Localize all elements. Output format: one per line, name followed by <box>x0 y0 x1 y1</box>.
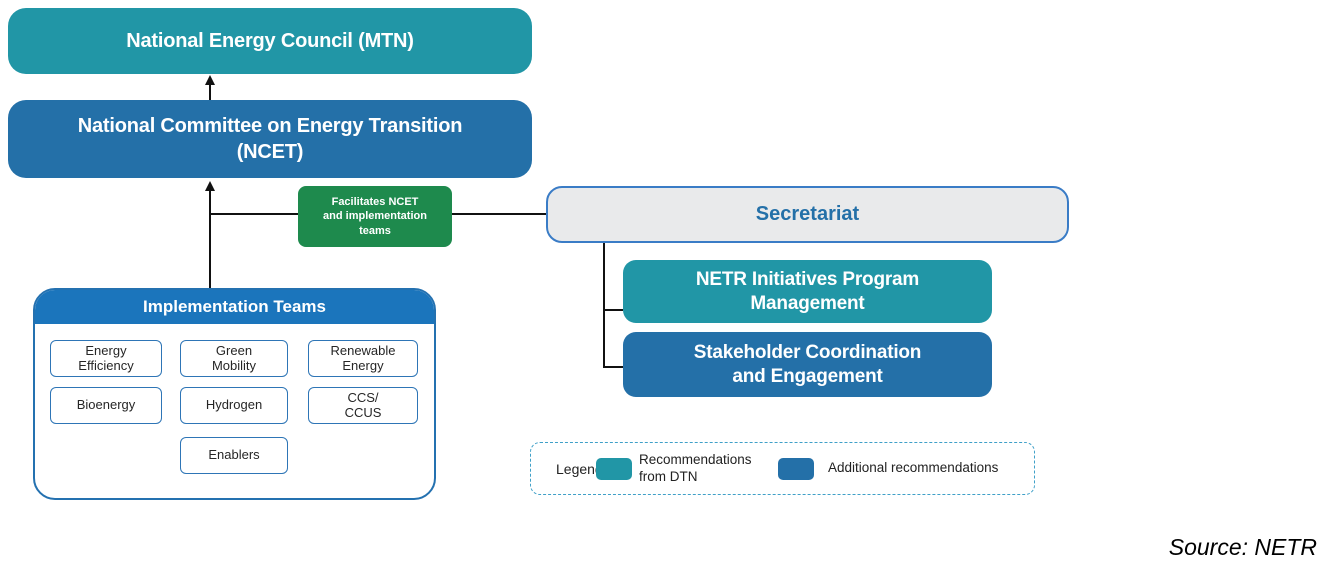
legend-swatch-additional-recommendations <box>778 458 814 480</box>
legend-label-recommendations-dtn: Recommendations from DTN <box>639 452 752 484</box>
team-ccs-ccus: CCS/ CCUS <box>308 387 418 424</box>
ncet-box: National Committee on Energy Transition … <box>8 100 532 178</box>
facilitates-note-label: Facilitates NCET and implementation team… <box>323 196 427 237</box>
national-energy-council-label: National Energy Council (MTN) <box>126 29 414 52</box>
implementation-teams-box: Implementation Teams Energy Efficiency G… <box>33 288 436 500</box>
team-renewable-energy: Renewable Energy <box>308 340 418 377</box>
team-bioenergy: Bioenergy <box>50 387 162 424</box>
connector-stub-stakeholder <box>603 366 623 368</box>
team-energy-efficiency: Energy Efficiency <box>50 340 162 377</box>
secretariat-label: Secretariat <box>755 203 860 225</box>
team-hydrogen: Hydrogen <box>180 387 288 424</box>
ncet-label: National Committee on Energy Transition … <box>77 115 463 163</box>
team-enablers: Enablers <box>180 437 288 474</box>
facilitates-note-box: Facilitates NCET and implementation team… <box>298 186 452 247</box>
secretariat-box: Secretariat <box>546 186 1069 243</box>
connector-stub-netr-program <box>603 309 623 311</box>
connector-impl-to-ncet <box>209 189 211 288</box>
team-green-mobility: Green Mobility <box>180 340 288 377</box>
stakeholder-box: Stakeholder Coordination and Engagement <box>623 332 992 397</box>
implementation-teams-header: Implementation Teams <box>35 290 434 324</box>
legend-title: Legend <box>556 460 603 477</box>
legend-label-additional-recommendations: Additional recommendations <box>828 460 999 476</box>
stakeholder-label: Stakeholder Coordination and Engagement <box>693 341 922 387</box>
implementation-teams-title: Implementation Teams <box>143 297 326 316</box>
netr-program-label: NETR Initiatives Program Management <box>695 268 920 314</box>
legend-box: Legend Recommendations from DTN Addition… <box>530 442 1035 495</box>
connector-secretariat-vertical <box>603 243 605 368</box>
source-caption: Source: NETR <box>1168 534 1317 560</box>
arrow-up-to-mtn-icon <box>205 75 215 85</box>
arrow-up-to-ncet-icon <box>205 181 215 191</box>
netr-program-box: NETR Initiatives Program Management <box>623 260 992 323</box>
national-energy-council-box: National Energy Council (MTN) <box>8 8 532 74</box>
legend-swatch-recommendations-dtn <box>596 458 632 480</box>
connector-ncet-to-mtn <box>209 83 211 100</box>
